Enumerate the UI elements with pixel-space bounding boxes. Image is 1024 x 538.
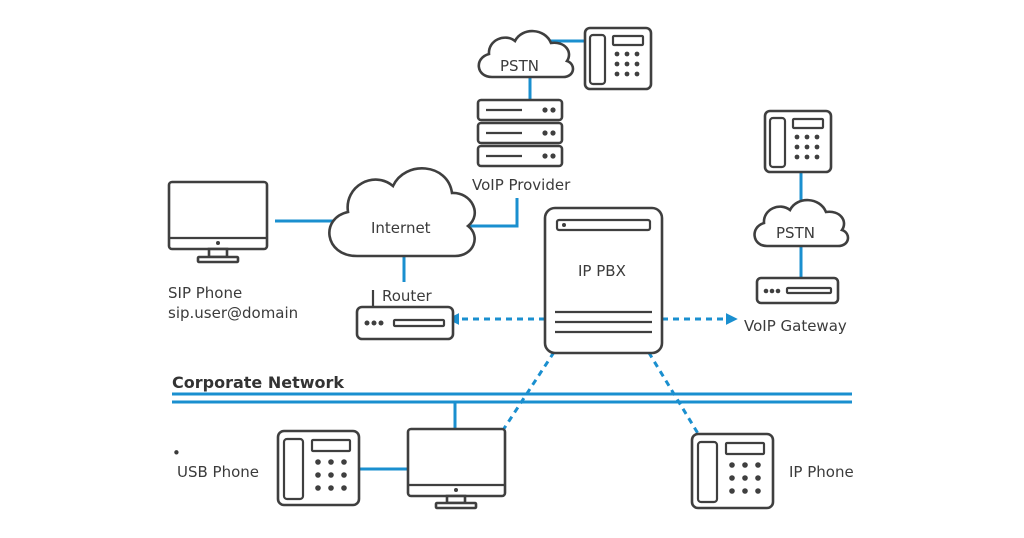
cloud-icon [477,29,575,79]
desk-phone-icon [276,429,361,507]
voip-provider-label: VoIP Provider [472,176,571,194]
cloud-icon [753,198,850,248]
ip-phone-label: IP Phone [789,463,854,481]
sip-phone-label-line1: SIP Phone [168,284,242,302]
router-icon [355,290,455,341]
sip-phone-label-line2: sip.user@domain [168,304,298,322]
corporate-network-label: Corporate Network [172,373,344,392]
usb-phone-label: USB Phone [177,463,259,481]
monitor-icon [167,180,269,264]
dashed-pbx-ip-phone [641,342,711,455]
desk-phone-icon [690,432,775,510]
desk-phone-icon [763,109,833,174]
pstn-right-label: PSTN [776,224,815,242]
pbx-icon [543,206,664,355]
cloud-icon [328,167,476,258]
monitor-icon [406,427,507,510]
gateway-icon [755,276,840,305]
server-icon [476,98,564,168]
ip-pbx-label: IP PBX [578,262,626,280]
pstn-top-label: PSTN [500,57,539,75]
bullet-mark: • [172,444,181,462]
desk-phone-icon [583,26,653,91]
voip-gateway-label: VoIP Gateway [744,317,847,335]
link-provider-internet [452,198,519,228]
router-label: Router [382,287,433,305]
internet-label: Internet [371,219,431,237]
